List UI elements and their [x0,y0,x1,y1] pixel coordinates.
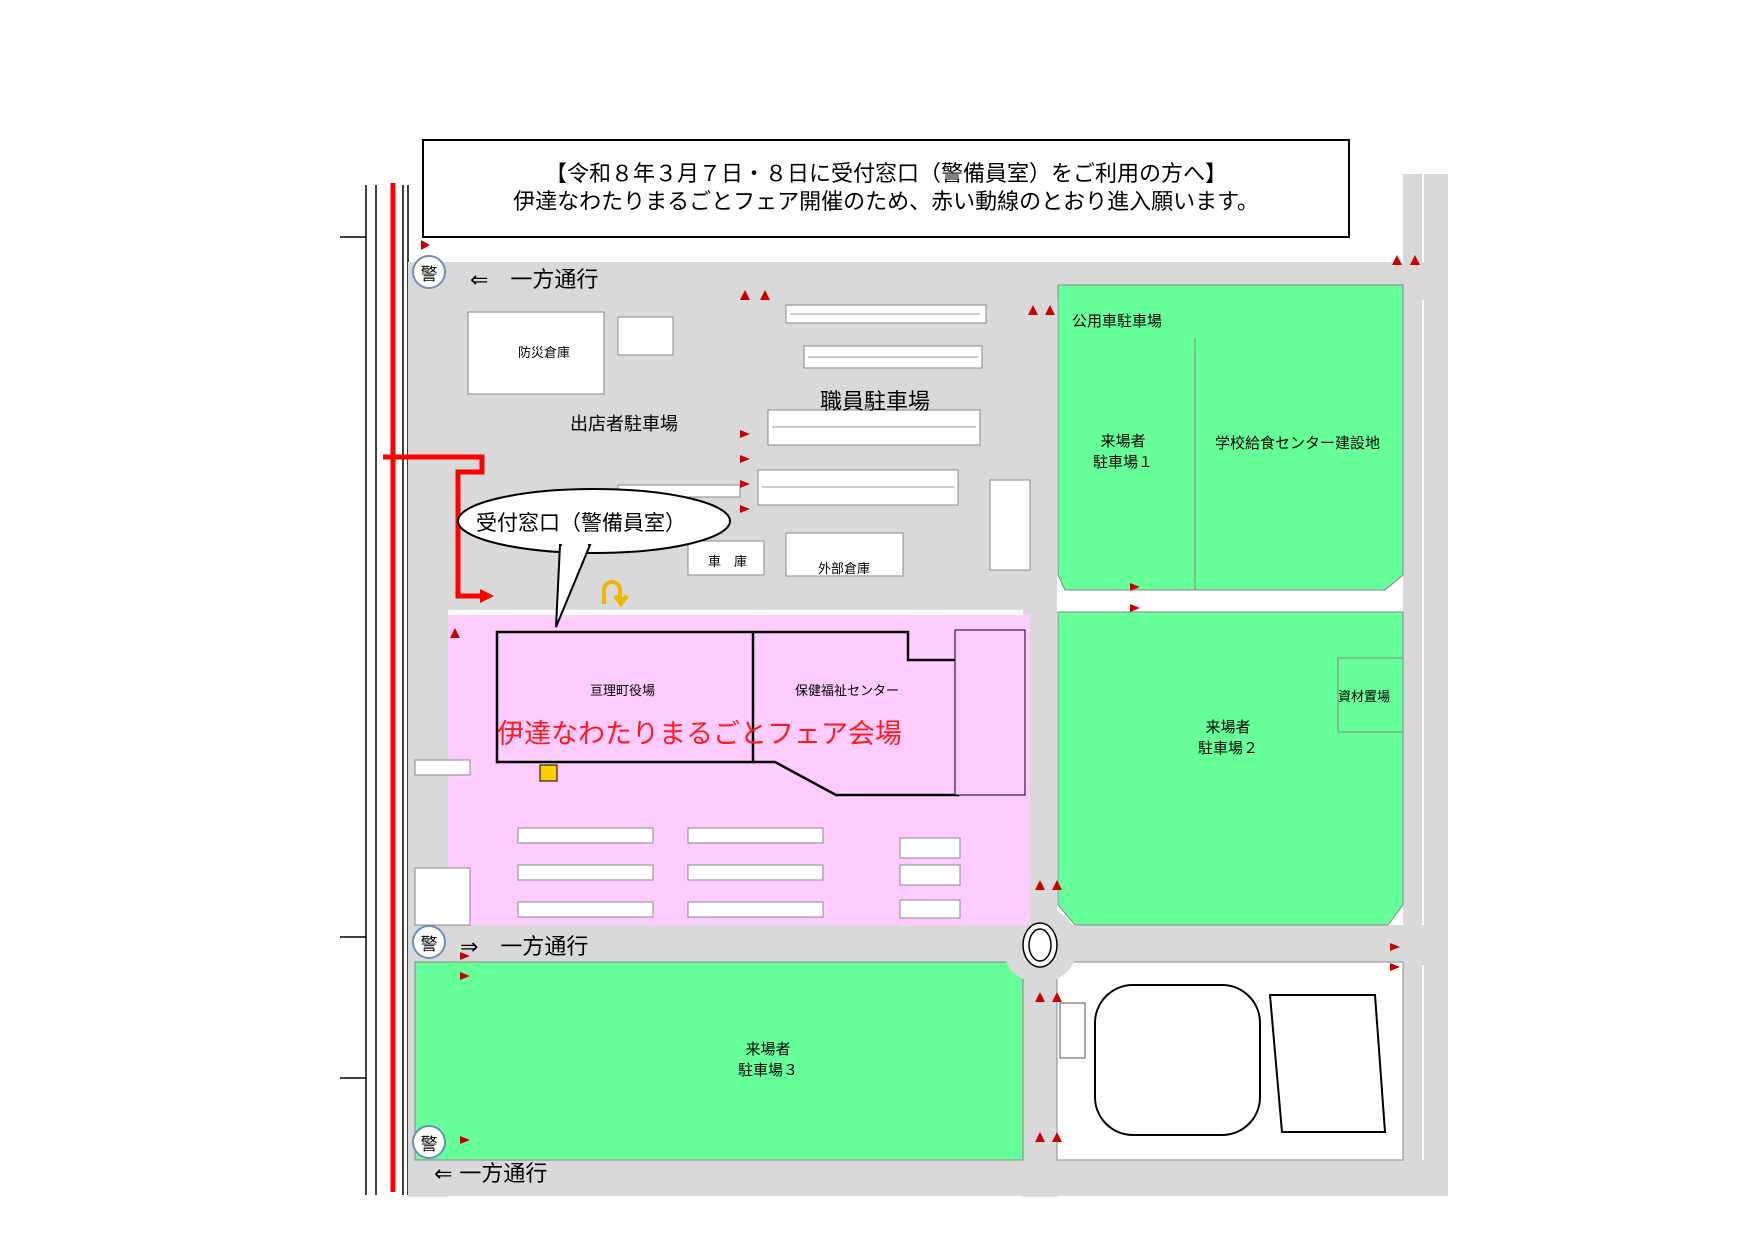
school-lunch-center-label: 学校給食センター建設地 [1215,434,1381,452]
visitor-parking-3-label: 来場者 駐車場３ [737,1040,798,1079]
east-road [1403,174,1448,1195]
guard-post-icon-bottom: 警 [412,1125,446,1159]
town-hall-label: 亘理町役場 [590,684,656,699]
one-way-label-top: ⇐ 一方通行 [470,268,599,293]
materials-storage-label: 資材置場 [1338,690,1391,705]
notice-line-1: 【令和８年３月７日・８日に受付窓口（警備員室）をご利用の方へ】 [544,161,1227,187]
reception-bubble-label: 受付窓口（警備員室） [476,511,686,535]
one-way-label-middle: ⇒ 一方通行 [460,935,589,960]
fair-venue-label: 伊達なわたりまるごとフェア会場 [497,719,902,750]
notice-box: 【令和８年３月７日・８日に受付窓口（警備員室）をご利用の方へ】 伊達なわたりまる… [422,139,1350,238]
main-road [340,185,409,1195]
roundabout-icon [1002,907,1078,983]
traffic-flag-icon [421,240,1420,1144]
reception-bubble [457,488,731,628]
exhibitor-parking-label: 出店者駐車場 [570,414,678,435]
guard-post-icon [539,764,558,782]
health-welfare-center-label: 保健福祉センター [795,684,900,699]
venue-parking-stalls [517,827,961,919]
one-way-label-bottom: ⇐ 一方通行 [434,1162,548,1187]
staff-parking-stalls [762,313,980,488]
visitor-parking-2-label: 来場者 駐車場２ [1197,718,1258,757]
guard-post-icon-top: 警 [412,255,446,289]
disaster-storage-label: 防災倉庫 [518,346,571,361]
sports-field [1056,961,1404,1161]
guard-post-icon-middle: 警 [412,925,446,959]
notice-line-2: 伊達なわたりまるごとフェア開催のため、赤い動線のとおり進入願います。 [513,189,1259,215]
visitor-parking-1-label: 来場者 駐車場１ [1092,432,1153,471]
external-storage-label: 外部倉庫 [818,562,871,577]
public-vehicle-parking-label: 公用車駐車場 [1072,312,1163,330]
garage-label: 車 庫 [708,555,748,570]
green-parking-areas [414,284,1404,1161]
buildings [495,629,1026,797]
staff-parking-label: 職員駐車場 [820,390,931,415]
u-turn-arrow-icon [602,580,629,608]
